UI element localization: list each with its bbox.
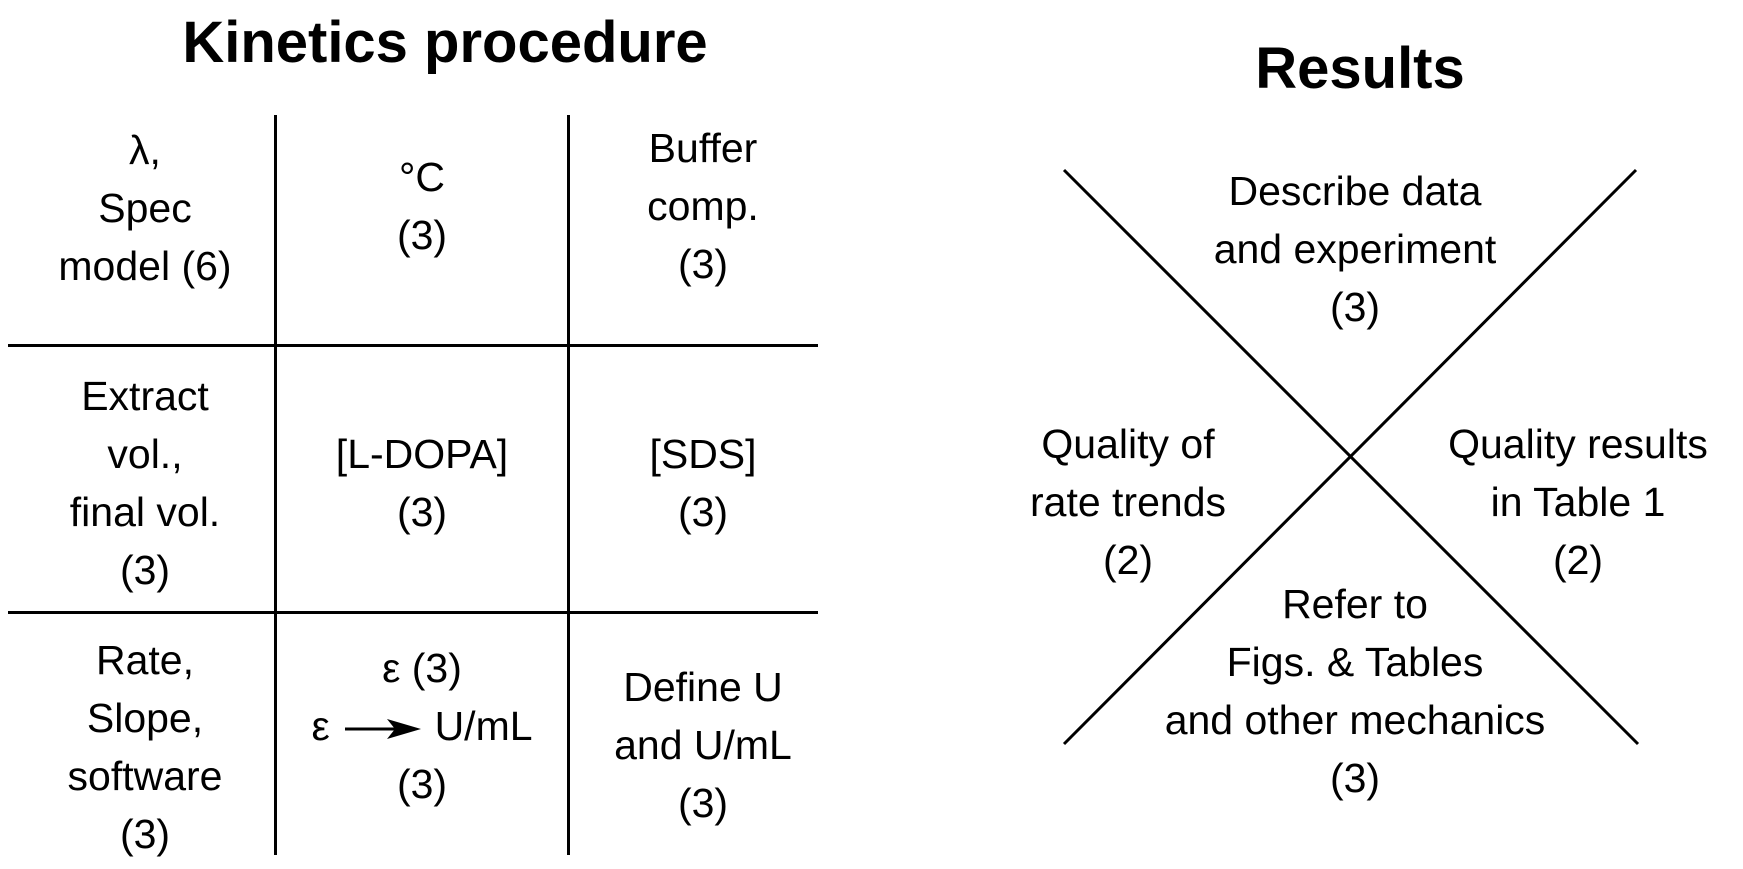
kinetics-title: Kinetics procedure [182, 10, 708, 75]
cell-line: final vol. [69, 489, 221, 535]
epsilon-conversion: ε U/mL [280, 697, 564, 755]
quadrant-line: Figs. & Tables [1226, 639, 1484, 685]
quadrant-line: in Table 1 [1490, 479, 1666, 525]
cell-line: (3) [677, 241, 729, 287]
quadrant-line: Quality results [1448, 421, 1708, 467]
quadrant-line: (2) [1102, 537, 1154, 583]
cell-line: λ, [129, 127, 161, 173]
cell-line: [L-DOPA] [335, 431, 509, 477]
quadrant-line: Quality of [1041, 421, 1215, 467]
results-bottom-quadrant: Refer to Figs. & Tables and other mechan… [1090, 575, 1620, 807]
cell-line: and U/mL [614, 722, 792, 768]
quadrant-line: (3) [1329, 755, 1381, 801]
cell-l-dopa: [L-DOPA] (3) [280, 425, 564, 541]
right-arrow-icon [345, 719, 422, 740]
grid-vertical-line-2 [567, 115, 570, 855]
results-left-quadrant: Quality of rate trends (2) [1000, 415, 1256, 589]
cell-wavelength-spec: λ, Spec model (6) [20, 121, 270, 295]
cell-line: (3) [396, 212, 448, 258]
cell-sds: [SDS] (3) [573, 425, 833, 541]
quadrant-line: Describe data [1228, 168, 1482, 214]
cell-line: (3) [677, 489, 729, 535]
cell-line: Slope, [86, 695, 204, 741]
quadrant-line: (2) [1552, 537, 1604, 583]
cell-line: Define U [623, 664, 783, 710]
cell-temperature: °C (3) [280, 148, 564, 264]
cell-rate-slope: Rate, Slope, software (3) [20, 631, 270, 863]
quadrant-line: and experiment [1213, 226, 1497, 272]
grid-horizontal-line-2 [8, 611, 818, 614]
cell-line: (3) [396, 489, 448, 535]
cell-line: software [67, 753, 223, 799]
cell-epsilon: ε (3) ε U/mL (3) [280, 639, 564, 813]
cell-line: vol., [107, 431, 183, 477]
cell-line: Buffer [648, 125, 758, 171]
cell-line: (3) [119, 811, 171, 857]
cell-line: (3) [396, 761, 448, 807]
cell-extract-volume: Extract vol., final vol. (3) [20, 367, 270, 599]
grid-horizontal-line-1 [8, 344, 818, 347]
cell-line: Extract [81, 373, 209, 419]
cell-line: (3) [119, 547, 171, 593]
cell-line: Spec [98, 185, 192, 231]
cell-line: comp. [647, 183, 759, 229]
grid-vertical-line-1 [274, 115, 277, 855]
cell-buffer-comp: Buffer comp. (3) [573, 119, 833, 293]
cell-line: (3) [677, 780, 729, 826]
quadrant-line: Refer to [1282, 581, 1428, 627]
x-diagonal-line-2 [1062, 168, 1638, 746]
quadrant-line: rate trends [1030, 479, 1226, 525]
cell-line: Rate, [96, 637, 194, 683]
cell-line: ε (3) [382, 645, 462, 691]
units-per-ml: U/mL [434, 703, 533, 749]
epsilon-symbol: ε [311, 703, 330, 749]
cell-line: model (6) [58, 243, 232, 289]
results-title: Results [1255, 36, 1465, 101]
quadrant-line: and other mechanics [1164, 697, 1546, 743]
cell-line: °C [398, 154, 445, 200]
cell-define-u: Define U and U/mL (3) [573, 658, 833, 832]
quadrant-line: (3) [1329, 284, 1381, 330]
results-top-quadrant: Describe data and experiment (3) [1130, 162, 1580, 336]
results-right-quadrant: Quality results in Table 1 (2) [1408, 415, 1743, 589]
cell-line: [SDS] [649, 431, 757, 477]
